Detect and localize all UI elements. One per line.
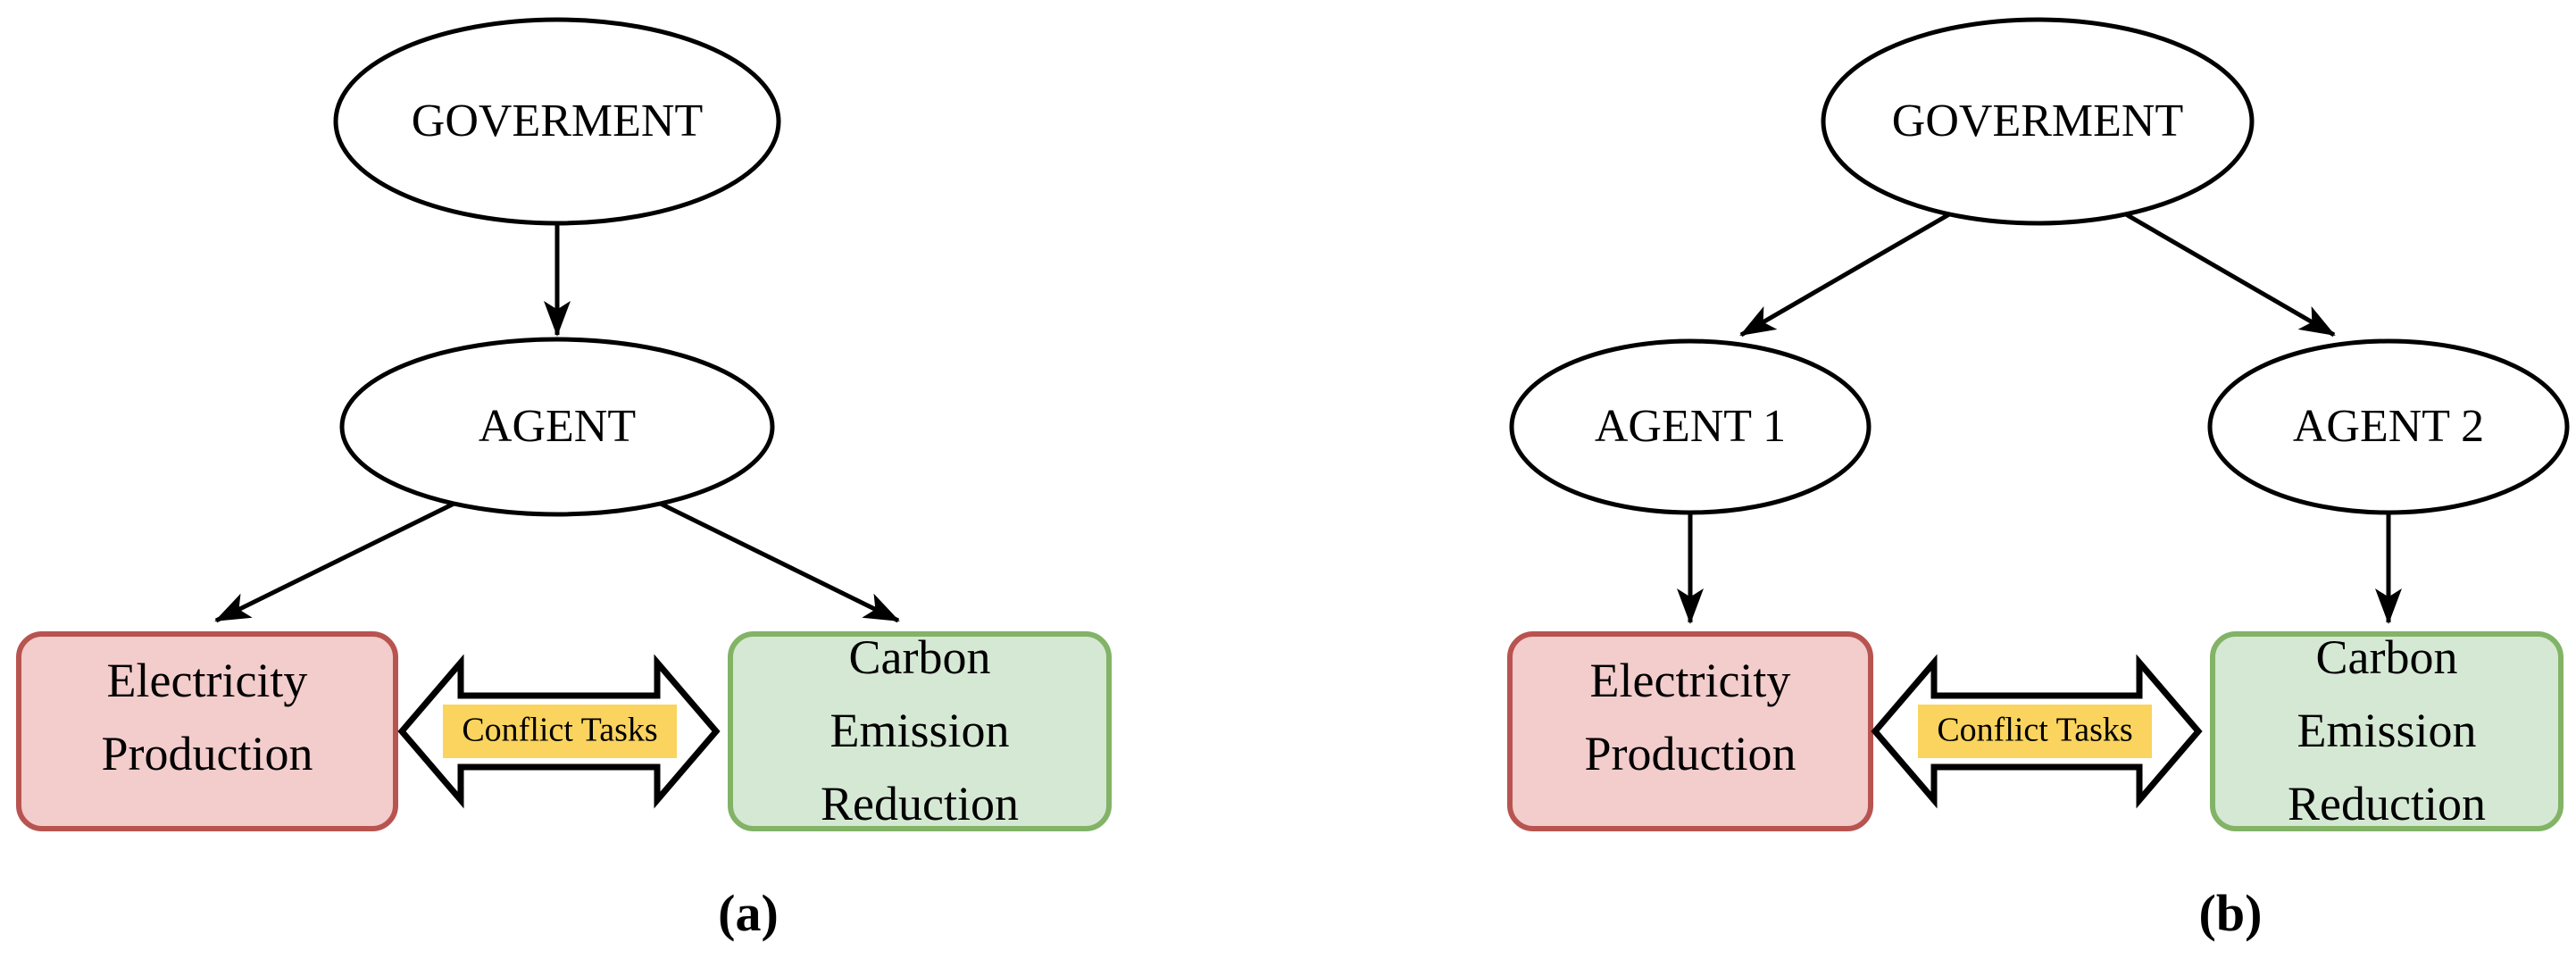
agent-ellipse-shape bbox=[339, 337, 775, 517]
caption-panel-a: (a) bbox=[718, 884, 779, 942]
electricity-line-2: Production bbox=[1585, 727, 1797, 780]
carbon-box-shape bbox=[2210, 631, 2563, 831]
carbon-line-2: Emission bbox=[829, 704, 1009, 757]
government-ellipse-shape bbox=[1821, 17, 2255, 226]
carbon-line-3: Reduction bbox=[821, 777, 1019, 830]
conflict-tasks-highlight bbox=[1918, 705, 2152, 758]
conflict-tasks-arrow-a[interactable]: Conflict Tasks bbox=[397, 654, 721, 809]
carbon-line-3: Reduction bbox=[2288, 777, 2486, 830]
carbon-line-1: Carbon bbox=[849, 630, 991, 684]
conflict-tasks-label: Conflict Tasks bbox=[462, 712, 657, 749]
government-label: GOVERMENT bbox=[412, 96, 703, 146]
edge-government-to-agent1 bbox=[1739, 208, 1957, 338]
agent1-label: AGENT 1 bbox=[1595, 401, 1786, 452]
electricity-box-shape bbox=[16, 631, 398, 831]
conflict-tasks-arrow-b[interactable]: Conflict Tasks bbox=[1871, 654, 2203, 809]
agent-label: AGENT bbox=[479, 401, 636, 452]
caption-panel-b: (b) bbox=[2199, 884, 2263, 942]
agent1-ellipse-shape bbox=[1509, 338, 1872, 515]
node-agent-1[interactable]: AGENT 1 bbox=[1509, 338, 1872, 515]
carbon-line-1: Carbon bbox=[2316, 630, 2458, 684]
electricity-line-1: Electricity bbox=[1590, 654, 1791, 707]
conflict-tasks-label: Conflict Tasks bbox=[1937, 712, 2132, 749]
agent2-label: AGENT 2 bbox=[2293, 401, 2484, 452]
edge-government-to-agent2 bbox=[2118, 208, 2336, 338]
conflict-tasks-highlight bbox=[443, 705, 677, 758]
carbon-line-2: Emission bbox=[2297, 704, 2476, 757]
government-ellipse-shape bbox=[333, 17, 781, 226]
edge-agent-to-carbon bbox=[626, 485, 900, 623]
node-government-b[interactable]: GOVERMENT bbox=[1821, 17, 2255, 226]
electricity-box-shape bbox=[1507, 631, 1873, 831]
node-agent-a[interactable]: AGENT bbox=[339, 337, 775, 517]
agent2-ellipse-shape bbox=[2207, 338, 2570, 515]
electricity-line-1: Electricity bbox=[107, 654, 308, 707]
government-label: GOVERMENT bbox=[1892, 96, 2183, 146]
carbon-box-shape bbox=[728, 631, 1112, 831]
box-carbon-reduction-b[interactable]: Carbon Emission Reduction bbox=[2210, 630, 2563, 831]
panel-b: GOVERMENT AGENT 1 AGENT 2 Electricity Pr… bbox=[1507, 17, 2570, 942]
edge-agent-to-electricity bbox=[214, 485, 488, 623]
electricity-line-2: Production bbox=[102, 727, 313, 780]
box-electricity-production-b[interactable]: Electricity Production bbox=[1507, 631, 1873, 831]
box-carbon-reduction-a[interactable]: Carbon Emission Reduction bbox=[728, 630, 1112, 831]
node-agent-2[interactable]: AGENT 2 bbox=[2207, 338, 2570, 515]
node-government-a[interactable]: GOVERMENT bbox=[333, 17, 781, 226]
panel-a: GOVERMENT AGENT Electricity Production C… bbox=[16, 17, 1112, 942]
box-electricity-production-a[interactable]: Electricity Production bbox=[16, 631, 398, 831]
